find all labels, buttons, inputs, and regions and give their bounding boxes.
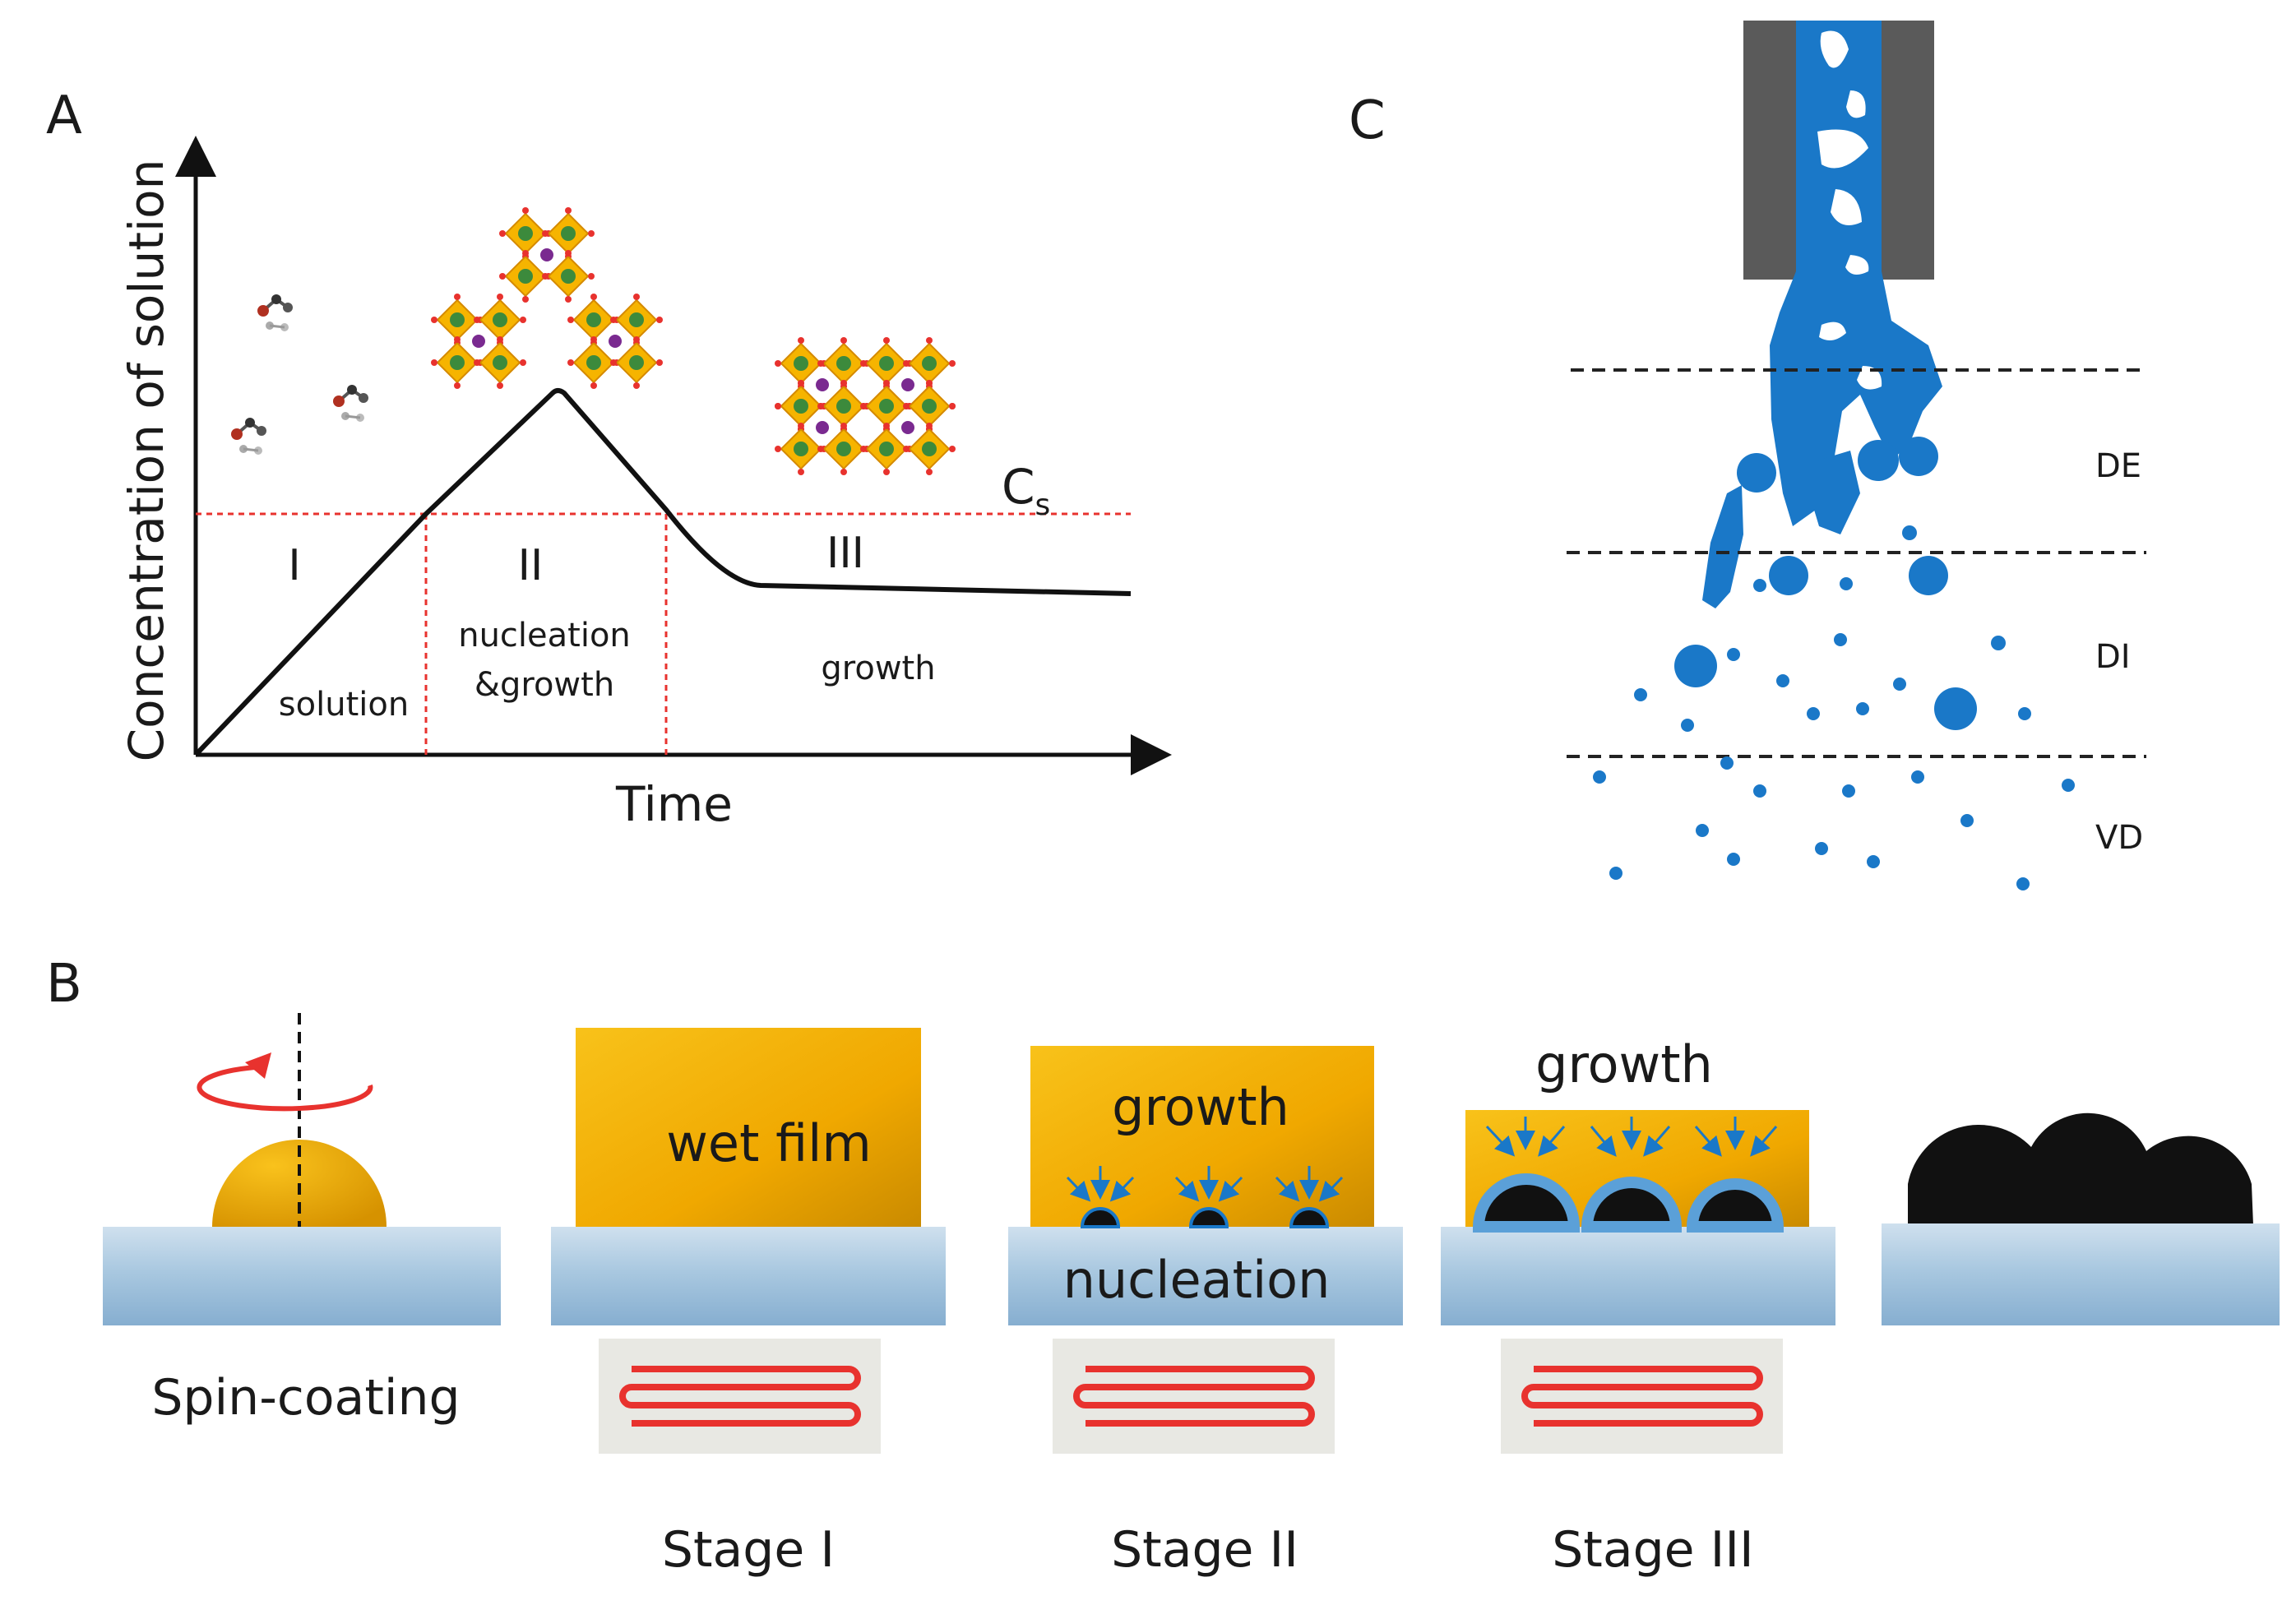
zone-label-vd: VD bbox=[2095, 819, 2143, 857]
ligament-mid bbox=[1809, 451, 1860, 534]
x-axis-label: Time bbox=[615, 776, 733, 832]
growth-label-stage-3: growth bbox=[1535, 1034, 1713, 1094]
film-stage-2 bbox=[1030, 1046, 1374, 1229]
heater-coil-2 bbox=[1073, 1366, 1315, 1427]
precursor-molecules bbox=[229, 293, 370, 456]
spin-coating-label: Spin-coating bbox=[151, 1369, 460, 1427]
stage-1-step: wet film Stage I bbox=[551, 1028, 946, 1579]
stage-2-step: growth nucleation Stage II bbox=[1008, 1046, 1403, 1579]
heater-plate-3 bbox=[1501, 1339, 1783, 1454]
panel-a: A Concentration of solution Time Cs I II… bbox=[46, 86, 1172, 832]
stage-3-step: growth Stage III bbox=[1441, 1034, 1835, 1579]
heater-plate-2 bbox=[1053, 1339, 1335, 1454]
cs-label: Cs bbox=[1002, 459, 1050, 522]
nucleation-label: nucleation bbox=[1063, 1250, 1331, 1310]
zone-label-de: DE bbox=[2095, 447, 2141, 485]
stage-label-2: Stage II bbox=[1111, 1521, 1298, 1579]
substrate-4 bbox=[1441, 1227, 1835, 1325]
stage-numeral-3: III bbox=[826, 529, 864, 578]
heater-coil-3 bbox=[1521, 1366, 1763, 1427]
substrate-2 bbox=[551, 1227, 946, 1325]
liquid-jet bbox=[1770, 271, 1942, 526]
heater-coil-1 bbox=[619, 1366, 861, 1427]
panel-b: B Spin-coating wet film Stage I growth n… bbox=[46, 954, 2280, 1579]
concentration-curve bbox=[193, 388, 1132, 757]
nuclei bbox=[1080, 1207, 1330, 1228]
zone-label-di: DI bbox=[2095, 638, 2131, 676]
stage-numeral-1: I bbox=[288, 541, 300, 590]
wet-film-label: wet film bbox=[666, 1113, 872, 1173]
diffusion-arrows-stage-3 bbox=[1485, 1117, 1778, 1157]
panel-c-letter: C bbox=[1349, 90, 1386, 151]
rotation-arrow bbox=[197, 1065, 373, 1112]
stage-desc-3: growth bbox=[821, 650, 935, 687]
perovskite-lattice bbox=[775, 337, 956, 475]
perovskite-grains bbox=[1908, 1112, 2253, 1225]
wet-film bbox=[576, 1028, 921, 1229]
panel-c: C bbox=[1349, 21, 2146, 890]
growth-label-stage-2: growth bbox=[1112, 1077, 1289, 1137]
stage-label-1: Stage I bbox=[662, 1521, 835, 1579]
substrate-5 bbox=[1882, 1223, 2280, 1325]
substrate-3 bbox=[1008, 1227, 1403, 1325]
stage-desc-2-line1: nucleation bbox=[458, 617, 631, 654]
perovskite-nuclei bbox=[431, 207, 663, 389]
stage-desc-1: solution bbox=[279, 686, 409, 724]
ligament-left bbox=[1702, 485, 1743, 608]
panel-a-letter: A bbox=[46, 86, 82, 146]
spin-coating-step: Spin-coating bbox=[103, 1013, 501, 1427]
stage-numeral-2: II bbox=[518, 541, 544, 590]
substrate-1 bbox=[103, 1227, 501, 1325]
final-film-step bbox=[1882, 1112, 2280, 1325]
stage-desc-2-line2: &growth bbox=[474, 666, 614, 704]
heater-plate-1 bbox=[599, 1339, 881, 1454]
y-axis-label: Concentration of solution bbox=[118, 160, 174, 762]
stage-label-3: Stage III bbox=[1552, 1521, 1754, 1579]
spray-droplets bbox=[1593, 437, 2075, 890]
panel-b-letter: B bbox=[46, 954, 82, 1015]
growing-grains bbox=[1472, 1173, 1784, 1233]
diffusion-arrows-stage-2 bbox=[1066, 1166, 1344, 1202]
